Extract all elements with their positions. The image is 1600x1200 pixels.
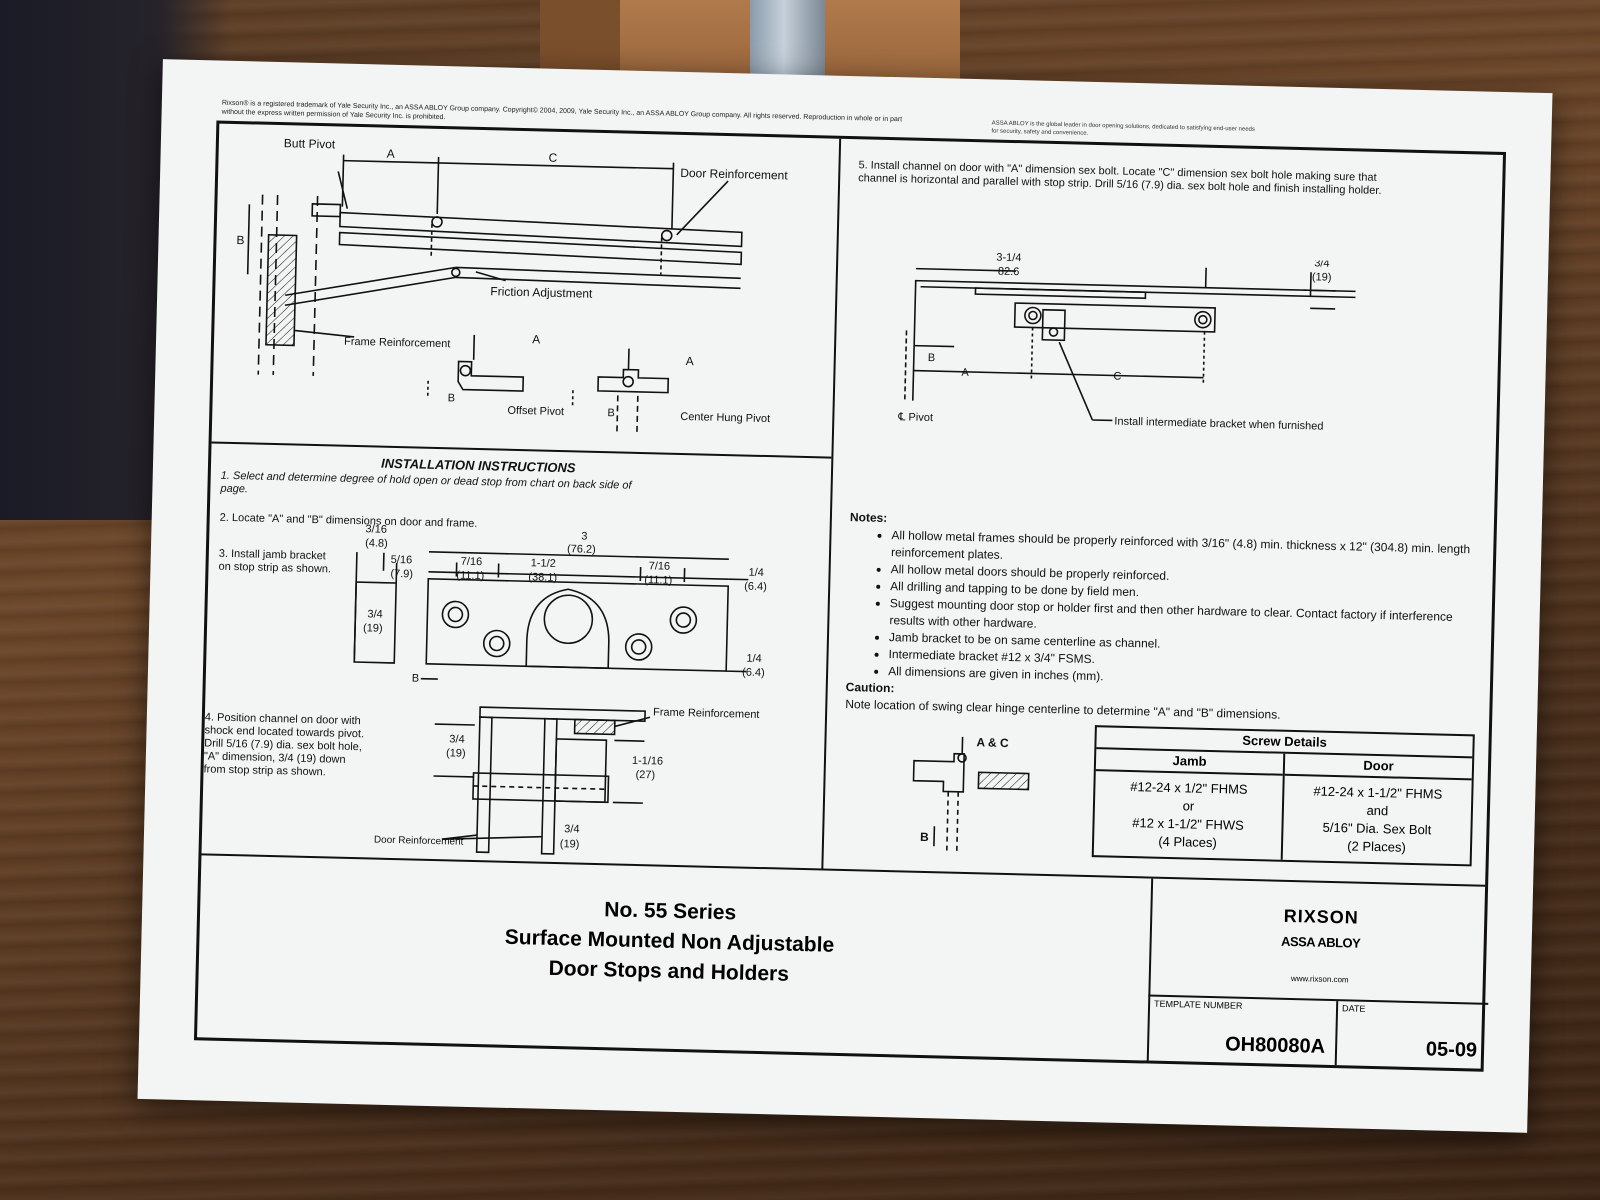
friction-adjustment-label: Friction Adjustment <box>490 284 593 301</box>
instruction-sheet: Rixson® is a registered trademark of Yal… <box>137 59 1553 1133</box>
channel-door-reinforcement: Door Reinforcement <box>374 835 464 848</box>
rixson-logo: RIXSON <box>1283 905 1360 928</box>
screw-jamb-line: or <box>1182 798 1195 814</box>
template-number-box: TEMPLATE NUMBER OH80080A <box>1146 996 1339 1066</box>
bracket-d2: 5/16 <box>391 554 413 567</box>
center-hung-a-label: A <box>686 354 694 368</box>
notes-section: Notes: All hollow metal frames should be… <box>845 509 1480 728</box>
screw-details-table: Screw Details Jamb #12-24 x 1/2" FHMS or… <box>1091 725 1475 867</box>
date-label: DATE <box>1341 1003 1366 1014</box>
offset-pivot-b-label: B <box>448 392 456 404</box>
product-title: No. 55 Series Surface Mounted Non Adjust… <box>458 892 880 992</box>
bracket-d9: 1/4 <box>746 653 762 665</box>
bracket-b: B <box>412 672 420 684</box>
step5-c: C <box>1113 370 1121 382</box>
channel-d3mm: (19) <box>560 838 580 850</box>
template-number-label: TEMPLATE NUMBER <box>1154 998 1243 1011</box>
logo-box: RIXSON ASSA ABLOY www.rixson.com <box>1148 878 1492 1005</box>
bracket-d6: 3 <box>581 531 587 543</box>
swing-ac: A & C <box>976 735 1009 750</box>
step5-d2: 3/4 <box>1314 257 1330 269</box>
top-installation-diagram: Butt Pivot A C B Door Reinforcement Fric… <box>236 136 788 434</box>
instructions-heading: INSTALLATION INSTRUCTIONS <box>380 455 576 476</box>
channel-diagram: Frame Reinforcement 3/4 (19) 1-1/16 (27)… <box>374 706 760 855</box>
bracket-d2mm: (7.9) <box>390 568 413 581</box>
bracket-d7mm: (6.4) <box>744 581 767 594</box>
step5-diagram: 3-1/4 82.6 3/4 (19) B A C ℄ Pivot Instal… <box>897 252 1356 433</box>
assa-abloy-logo: ASSA ABLOY <box>1280 933 1361 951</box>
bracket-d3mm: (11.1) <box>456 570 484 583</box>
bracket-d5: 7/16 <box>649 560 671 573</box>
step5-intermediate: Install intermediate bracket when furnis… <box>1114 416 1323 433</box>
channel-d2mm: (27) <box>635 769 655 781</box>
bracket-d4mm: (38.1) <box>528 571 557 584</box>
date-value: 05-09 <box>1425 1038 1478 1062</box>
screw-jamb-line: #12-24 x 1/2" FHMS <box>1130 779 1248 797</box>
step-4: 4. Position channel on door with shock e… <box>203 711 365 779</box>
step-1: 1. Select and determine degree of hold o… <box>220 469 632 496</box>
bracket-d7: 1/4 <box>748 567 764 579</box>
door-reinforcement-label: Door Reinforcement <box>680 166 788 183</box>
screw-door-line: and <box>1366 802 1389 819</box>
channel-d1mm: (19) <box>446 747 466 759</box>
bracket-d9mm: (6.4) <box>742 667 765 680</box>
offset-pivot-a-label: A <box>532 332 540 346</box>
step5-pivot: ℄ Pivot <box>897 411 933 424</box>
step5-a: A <box>961 367 969 379</box>
bracket-d1mm: (4.8) <box>365 537 388 550</box>
channel-d3: 3/4 <box>564 823 580 835</box>
dim-b-label: B <box>236 233 244 247</box>
template-number: OH80080A <box>1224 1033 1326 1058</box>
jamb-bracket-diagram: 3/16 (4.8) 5/16 (7.9) 7/16 (11.1) 1-1/2 … <box>353 523 767 685</box>
bracket-d1: 3/16 <box>365 523 387 536</box>
center-hung-pivot-label: Center Hung Pivot <box>680 411 770 425</box>
step-3: 3. Install jamb bracket on stop strip as… <box>218 547 332 576</box>
date-box: DATE 05-09 <box>1337 1001 1489 1069</box>
screw-door-line: (2 Places) <box>1347 838 1406 855</box>
notes-list: All hollow metal frames should be proper… <box>846 526 1480 694</box>
dim-a-label: A <box>386 147 394 161</box>
step-5: 5. Install channel on door with "A" dime… <box>858 159 1382 197</box>
step5-b: B <box>928 352 936 364</box>
website-url: www.rixson.com <box>1290 974 1349 985</box>
step5-d1mm: 82.6 <box>998 266 1020 279</box>
screw-col-door: Door #12-24 x 1-1/2" FHMS and 5/16" Dia.… <box>1280 753 1473 865</box>
screw-col-jamb: Jamb #12-24 x 1/2" FHMS or #12 x 1-1/2" … <box>1094 749 1284 860</box>
screw-jamb-line: (4 Places) <box>1158 833 1218 851</box>
swing-clear-diagram: A & C B <box>912 735 1030 852</box>
channel-frame-reinforcement: Frame Reinforcement <box>653 706 760 721</box>
frame-reinforcement-label: Frame Reinforcement <box>344 336 451 351</box>
bracket-d4: 1-1/2 <box>531 557 556 570</box>
swing-b: B <box>920 830 929 844</box>
step5-d2mm: (19) <box>1312 271 1332 283</box>
title-block: No. 55 Series Surface Mounted Non Adjust… <box>197 855 1492 1071</box>
channel-d1: 3/4 <box>449 733 465 745</box>
sheet-frame: Butt Pivot A C B Door Reinforcement Fric… <box>193 120 1507 1072</box>
bracket-d5mm: (11.1) <box>644 574 672 587</box>
butt-pivot-label: Butt Pivot <box>284 136 336 151</box>
step5-d1: 3-1/4 <box>996 252 1021 265</box>
dim-c-label: C <box>548 151 557 165</box>
channel-d2: 1-1/16 <box>632 755 663 768</box>
screw-door-line: #12-24 x 1-1/2" FHMS <box>1313 783 1443 802</box>
bracket-d6mm: (76.2) <box>567 543 596 556</box>
bracket-d8mm: (19) <box>363 622 383 634</box>
screw-door-line: 5/16" Dia. Sex Bolt <box>1322 819 1432 838</box>
assa-note: ASSA ABLOY is the global leader in door … <box>991 120 1255 137</box>
bracket-d8: 3/4 <box>367 608 383 620</box>
center-hung-b-label: B <box>607 407 615 419</box>
screw-jamb-line: #12 x 1-1/2" FHWS <box>1132 815 1244 833</box>
bracket-d3: 7/16 <box>461 556 483 569</box>
offset-pivot-label: Offset Pivot <box>507 405 564 418</box>
